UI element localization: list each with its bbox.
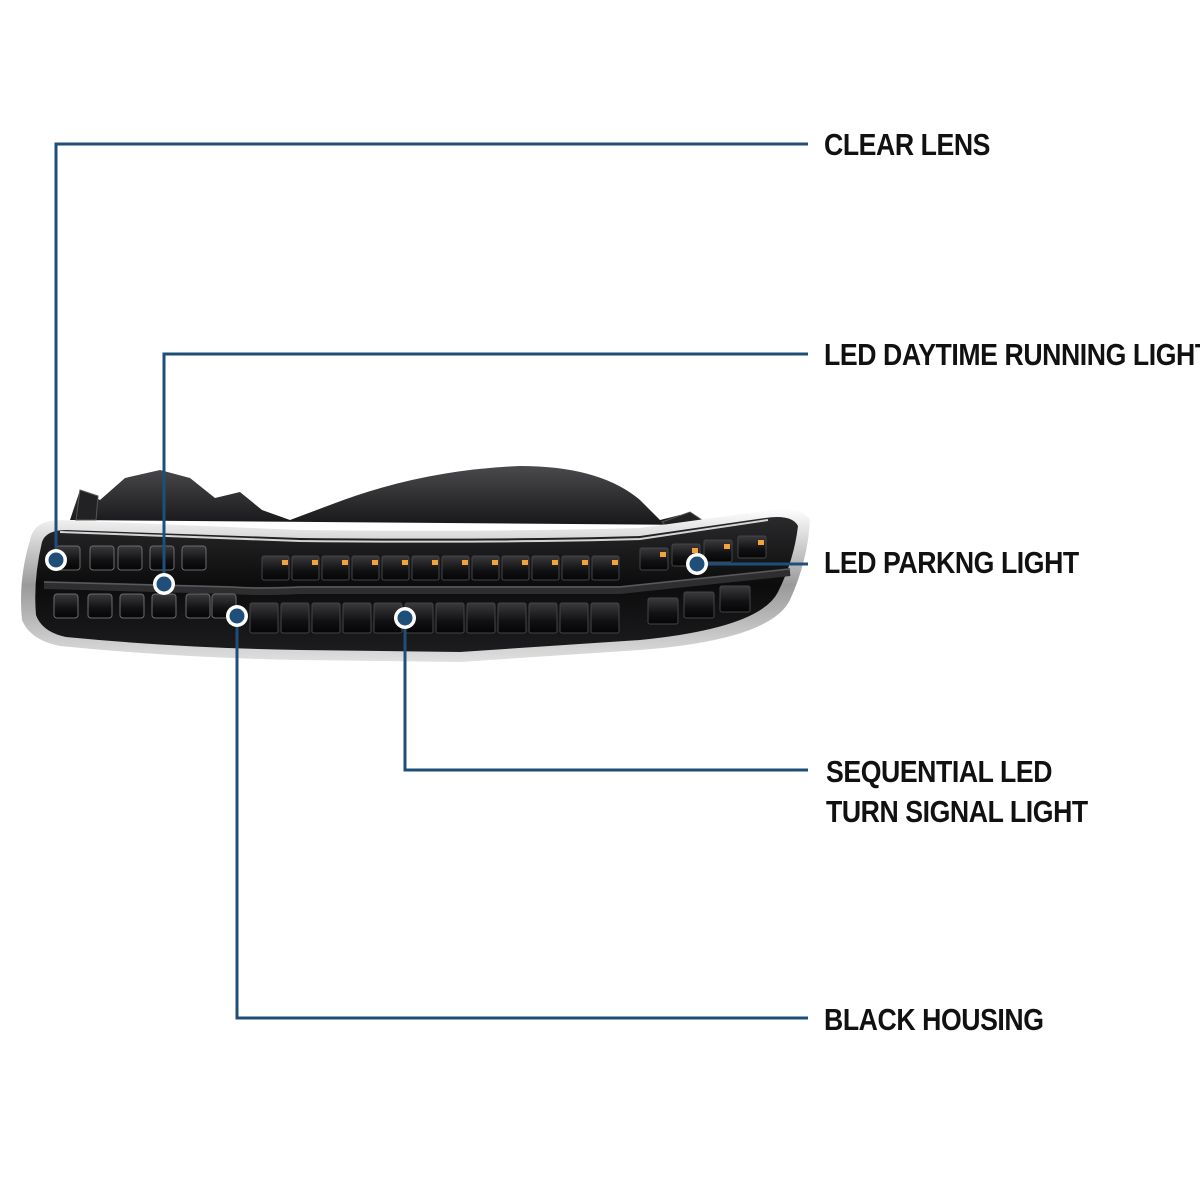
amber-led <box>660 552 666 557</box>
led-cube <box>53 593 79 619</box>
leader-line-sequential-turn <box>403 618 808 772</box>
mounting-tab-left <box>75 489 99 521</box>
turn-segment <box>528 602 558 634</box>
drl-segment <box>291 555 320 581</box>
parking-segment <box>737 535 767 559</box>
callout-label-black-housing: BLACK HOUSING <box>824 1002 1044 1037</box>
led-cube <box>119 593 145 619</box>
callout-dot-led-parking <box>689 556 705 572</box>
drl-segment <box>381 555 410 581</box>
callout-label-led-drl: LED DAYTIME RUNNING LIGHT <box>824 337 1200 372</box>
led-cube <box>89 545 115 571</box>
callout-label-sequential-turn: SEQUENTIAL LED TURN SIGNAL LIGHT <box>826 754 1088 829</box>
turn-segment <box>590 602 620 634</box>
amber-led <box>282 560 288 565</box>
amber-led <box>612 560 618 565</box>
leader-line-led-drl <box>162 352 808 584</box>
lens-highlight <box>59 519 769 543</box>
callout-leaders <box>45 142 808 1020</box>
drl-segment <box>471 555 500 581</box>
led-cube <box>151 593 177 619</box>
bumper-lamp-illustration <box>21 466 810 662</box>
housing-divider-highlight <box>43 568 791 589</box>
amber-led <box>312 560 318 565</box>
amber-led <box>462 560 468 565</box>
drl-segment <box>501 555 530 581</box>
drl-segment <box>441 555 470 581</box>
amber-led <box>522 560 528 565</box>
turn-segment <box>280 602 310 634</box>
drl-segment <box>531 555 560 581</box>
led-cube <box>149 545 175 571</box>
amber-led <box>402 560 408 565</box>
drl-segment <box>261 555 290 581</box>
turn-segment <box>497 602 527 634</box>
led-cube <box>87 593 113 619</box>
amber-led <box>758 540 764 545</box>
led-cube <box>185 593 211 619</box>
callout-label-led-parking: LED PARKNG LIGHT <box>824 545 1079 580</box>
turn-segment <box>719 585 751 613</box>
drl-segment <box>591 555 620 581</box>
turn-segment <box>683 591 715 619</box>
amber-led <box>342 560 348 565</box>
turn-segment <box>342 602 372 634</box>
amber-led <box>372 560 378 565</box>
turn-segment <box>466 602 496 634</box>
led-cell-array <box>53 535 767 634</box>
amber-led <box>582 560 588 565</box>
drl-segment <box>351 555 380 581</box>
amber-led <box>724 544 730 549</box>
turn-segment <box>249 602 279 634</box>
leader-line-black-housing <box>235 616 808 1020</box>
turn-segment <box>435 602 465 634</box>
amber-led <box>432 560 438 565</box>
drl-segment <box>561 555 590 581</box>
parking-segment <box>639 547 669 571</box>
amber-led <box>692 548 698 553</box>
callout-dot-black-housing <box>229 608 245 624</box>
turn-segment <box>559 602 589 634</box>
led-cube <box>181 545 207 571</box>
callout-dot-clear-lens <box>48 552 64 568</box>
callout-dot-led-drl <box>156 576 172 592</box>
amber-led <box>552 560 558 565</box>
parking-segment <box>703 539 733 563</box>
rear-housing-shape <box>70 466 700 525</box>
drl-segment <box>411 555 440 581</box>
turn-segment <box>311 602 341 634</box>
turn-segment <box>647 597 679 625</box>
housing-divider <box>43 568 791 595</box>
callout-dot-sequential-turn <box>397 610 413 626</box>
amber-led <box>492 560 498 565</box>
leader-line-clear-lens <box>54 142 808 560</box>
drl-segment <box>321 555 350 581</box>
callout-label-clear-lens: CLEAR LENS <box>824 127 991 162</box>
led-cube <box>117 545 143 571</box>
